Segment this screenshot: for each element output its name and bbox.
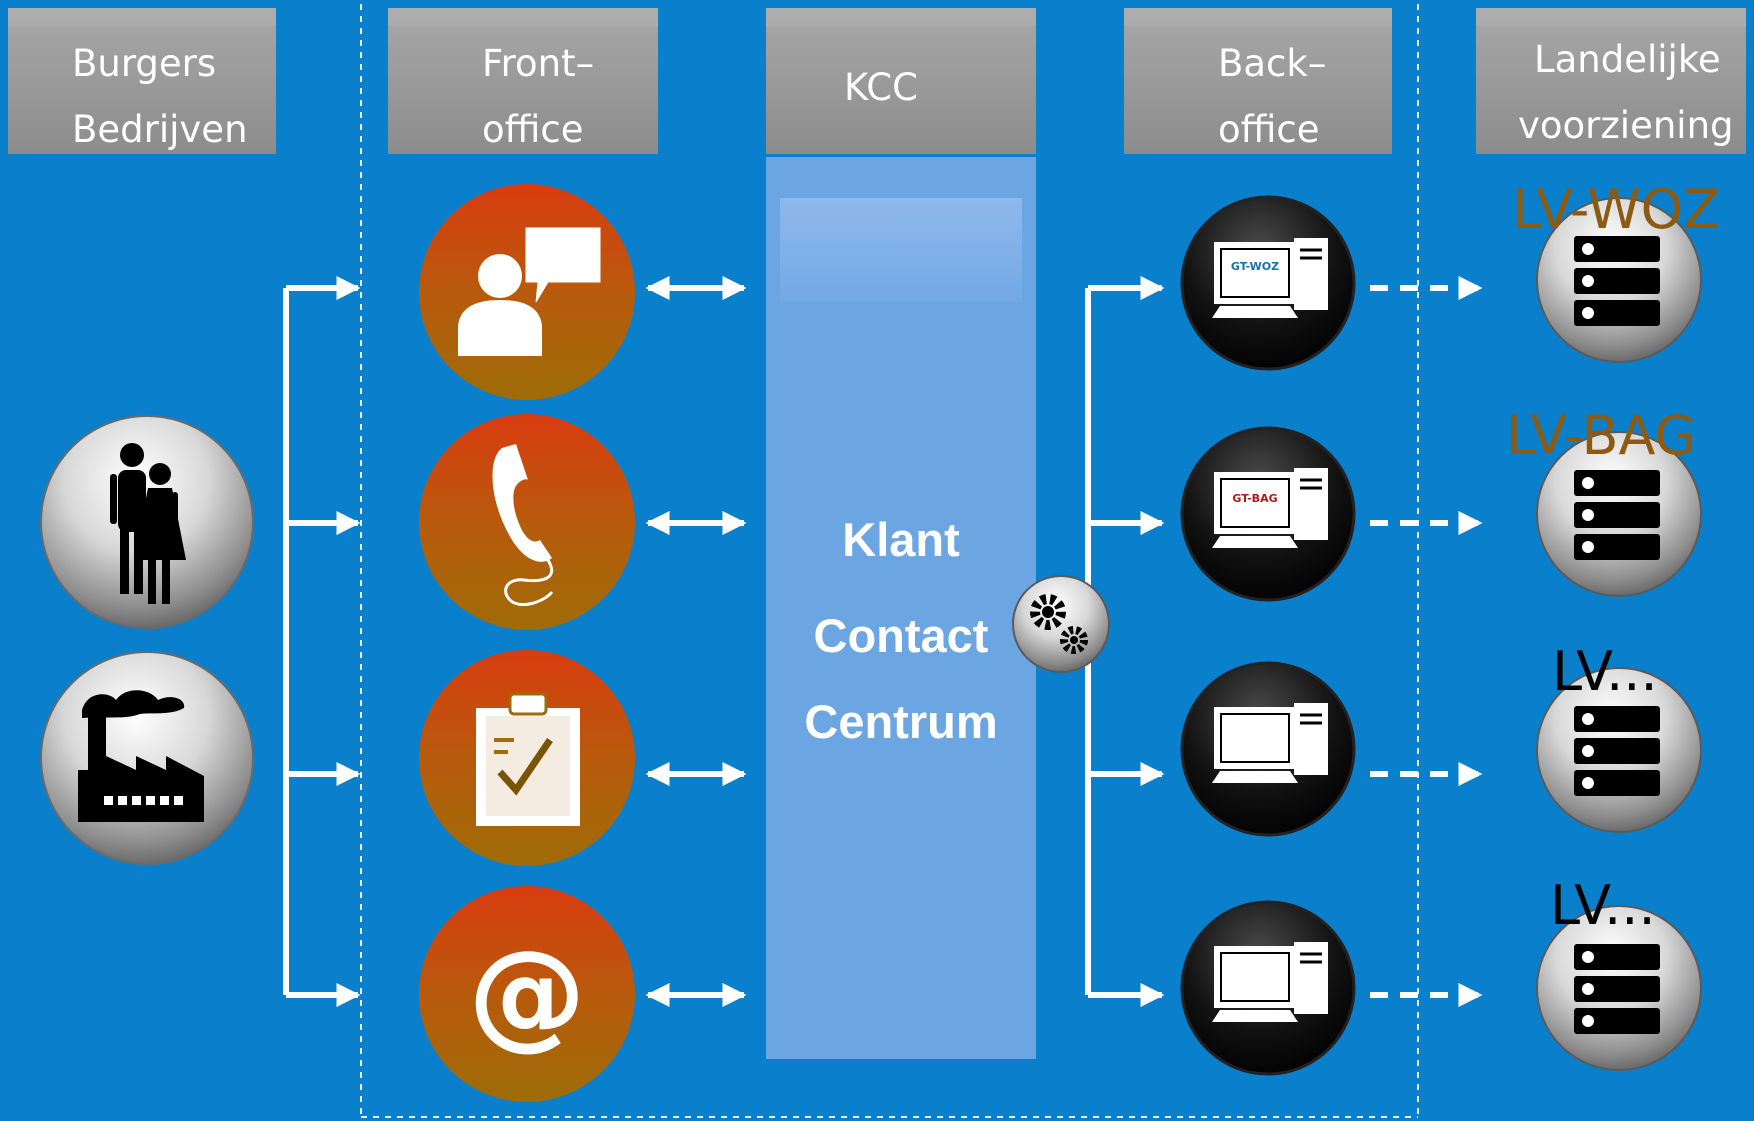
kcc-label-line: Klant <box>842 513 960 566</box>
header-line: Bedrijven <box>72 108 248 151</box>
gears-icon <box>1012 575 1110 673</box>
lv-label-woz: LV-WOZ <box>1512 178 1721 241</box>
clipboard-check-icon <box>419 650 635 866</box>
computer-icon: GT-WOZ <box>1180 195 1356 371</box>
dashed-boundary <box>360 4 1419 1118</box>
header-kcc: KCC <box>766 8 1036 154</box>
person-speech-icon <box>419 184 635 400</box>
header-line: office <box>1218 108 1320 151</box>
header-line: KCC <box>844 66 918 109</box>
svg-text:@: @ <box>468 924 586 1062</box>
phone-icon <box>419 414 635 630</box>
server-icon <box>1536 197 1702 363</box>
server-icon <box>1536 667 1702 833</box>
lv-dashed-arrows <box>1370 276 1483 1007</box>
header-line: Back– <box>1218 42 1327 85</box>
header-line: office <box>482 108 584 151</box>
computer-icon <box>1180 661 1356 837</box>
server-icon <box>1536 905 1702 1071</box>
factory-icon <box>40 651 254 865</box>
header-line: Landelijke <box>1534 38 1721 81</box>
header-backoffice: Back– office <box>1124 8 1392 154</box>
left-connector <box>283 276 361 1007</box>
kcc-label-line: Contact <box>813 609 989 662</box>
people-icon <box>40 415 254 629</box>
header-frontoffice: Front– office <box>388 8 658 154</box>
computer-icon: GT-BAG <box>1180 426 1356 602</box>
kcc-glow <box>780 198 1022 302</box>
computer-icon <box>1180 900 1356 1076</box>
at-email-icon: @ <box>419 886 635 1102</box>
lv-label-other: LV... <box>1550 874 1656 937</box>
screen-label-bag: GT-BAG <box>1232 492 1277 505</box>
header-line: Front– <box>482 42 595 85</box>
header-line: Burgers <box>72 42 217 85</box>
screen-label-woz: GT-WOZ <box>1231 260 1279 273</box>
server-icon <box>1536 431 1702 597</box>
lv-label-other: LV... <box>1552 640 1658 703</box>
kcc-label-line: Centrum <box>804 695 998 748</box>
kcc-column <box>766 157 1036 1059</box>
kcc-arrows <box>645 276 747 1007</box>
header-line: voorziening <box>1518 104 1734 147</box>
header-landelijke-voorziening: Landelijke voorziening <box>1476 8 1746 154</box>
lv-label-bag: LV-BAG <box>1506 404 1697 467</box>
header-burgers-bedrijven: Burgers Bedrijven <box>8 8 276 154</box>
